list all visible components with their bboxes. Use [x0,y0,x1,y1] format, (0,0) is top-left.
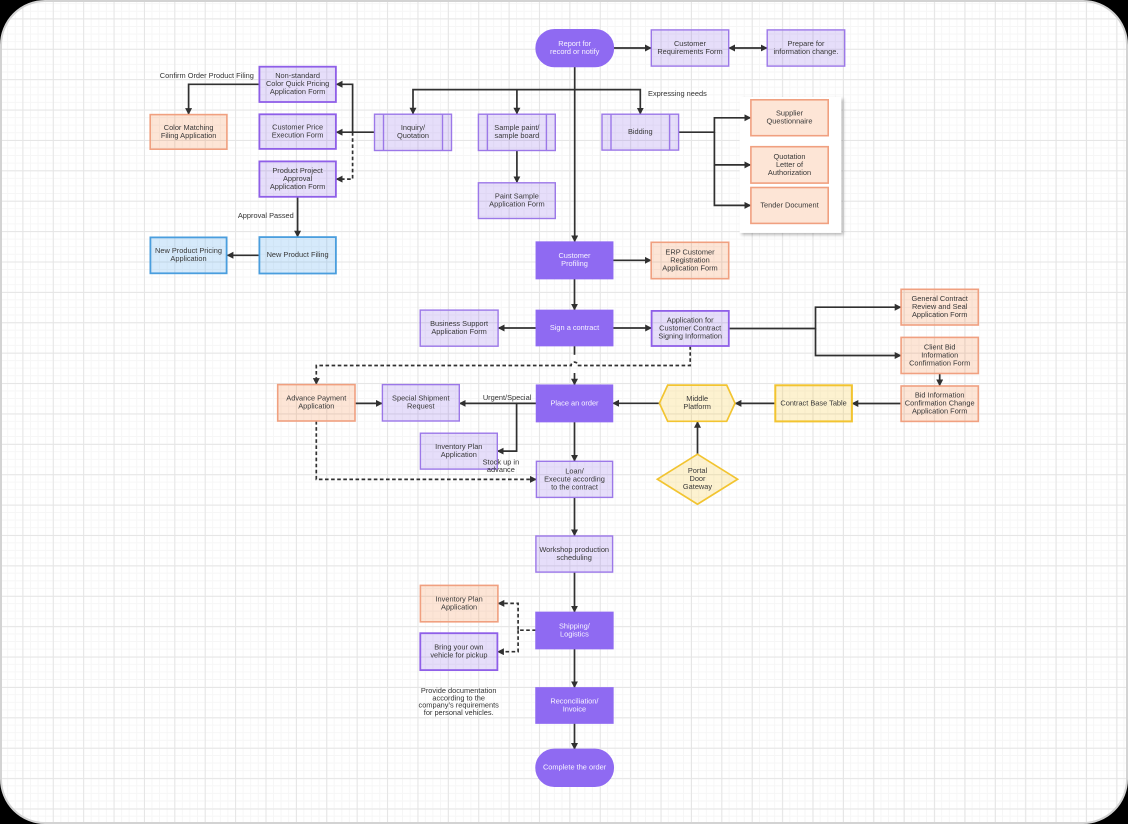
svg-text:Stock up in: Stock up in [483,458,520,467]
svg-text:Sign a contract: Sign a contract [550,323,599,332]
svg-text:Invoice: Invoice [563,704,586,713]
svg-text:Application: Application [441,603,477,612]
svg-text:Quotation: Quotation [397,131,429,140]
svg-text:Loan/: Loan/ [565,466,584,475]
svg-text:Application Form: Application Form [489,200,544,209]
svg-text:Platform: Platform [683,402,711,411]
svg-text:company’s requirements: company’s requirements [419,701,500,710]
svg-text:Filing Application: Filing Application [161,131,216,140]
svg-text:Application Form: Application Form [912,407,967,416]
svg-text:Inventory Plan: Inventory Plan [435,442,482,451]
svg-text:Application Form: Application Form [912,310,967,319]
svg-text:vehicle for pickup: vehicle for pickup [430,651,487,660]
svg-text:Door: Door [689,474,706,483]
svg-text:Product Project: Product Project [272,166,323,175]
svg-text:New Product Filing: New Product Filing [267,250,329,259]
svg-text:General Contract: General Contract [912,294,968,303]
svg-text:Letter of: Letter of [776,160,804,169]
svg-text:Customer Contract: Customer Contract [659,323,721,332]
svg-text:Application: Application [170,254,206,263]
svg-text:record or notify: record or notify [550,47,600,56]
svg-text:Requirements Form: Requirements Form [657,47,722,56]
svg-text:Signing Information: Signing Information [658,331,722,340]
svg-text:Request: Request [407,402,435,411]
svg-text:Tender Document: Tender Document [760,200,818,209]
svg-text:Inquiry/: Inquiry/ [401,123,426,132]
svg-text:Complete the order: Complete the order [543,763,607,772]
svg-text:Advance Payment: Advance Payment [286,394,346,403]
svg-text:Customer: Customer [674,39,707,48]
svg-text:Authorization: Authorization [768,168,811,177]
svg-text:Business Support: Business Support [430,319,488,328]
svg-text:Customer Price: Customer Price [272,123,323,132]
svg-text:Information: Information [921,350,958,359]
svg-text:Confirmation Change: Confirmation Change [905,399,975,408]
svg-text:Application for: Application for [667,315,714,324]
svg-text:Supplier: Supplier [776,109,804,118]
svg-text:Logistics: Logistics [560,629,589,638]
svg-text:New Product Pricing: New Product Pricing [155,246,222,255]
svg-text:Review and Seal: Review and Seal [912,302,968,311]
svg-text:Workshop production: Workshop production [539,545,609,554]
svg-text:Special Shipment: Special Shipment [392,394,450,403]
svg-text:Non-standard: Non-standard [275,71,320,80]
svg-text:Color Quick Pricing: Color Quick Pricing [266,79,329,88]
svg-text:Confirmation Form: Confirmation Form [909,358,970,367]
svg-text:Customer: Customer [558,251,591,260]
svg-text:advance: advance [487,465,515,474]
svg-text:Execute according: Execute according [544,474,605,483]
svg-text:Color Matching: Color Matching [164,123,214,132]
svg-text:Inventory Plan: Inventory Plan [435,595,482,604]
svg-text:Confirm Order Product Filing: Confirm Order Product Filing [160,71,254,80]
svg-text:to the contract: to the contract [551,482,598,491]
svg-text:Bid Information: Bid Information [915,391,965,400]
svg-text:Approval Passed: Approval Passed [238,211,294,220]
svg-text:Contract Base Table: Contract Base Table [780,398,846,407]
svg-text:Paint Sample: Paint Sample [495,192,539,201]
svg-text:Reconciliation/: Reconciliation/ [550,696,599,705]
svg-text:Portal: Portal [688,466,708,475]
svg-text:Client Bid: Client Bid [924,342,956,351]
svg-text:Application Form: Application Form [662,263,717,272]
svg-text:sample board: sample board [495,131,540,140]
svg-text:Application Form: Application Form [270,87,325,96]
svg-text:for personal vehicles.: for personal vehicles. [424,708,494,717]
svg-text:Profiling: Profiling [561,259,588,268]
svg-text:Provide documentation: Provide documentation [421,686,497,695]
svg-text:Approval: Approval [283,174,313,183]
svg-text:information change.: information change. [774,47,839,56]
svg-text:Report for: Report for [558,39,591,48]
svg-text:Shipping/: Shipping/ [559,621,591,630]
svg-text:Expressing needs: Expressing needs [648,89,707,98]
svg-text:ERP Customer: ERP Customer [665,247,715,256]
svg-text:according to the: according to the [432,693,485,702]
svg-text:Place an order: Place an order [550,398,599,407]
svg-text:Middle: Middle [686,394,708,403]
svg-text:Bidding: Bidding [628,127,653,136]
svg-text:Urgent/Special: Urgent/Special [483,393,532,402]
svg-text:Bring your own: Bring your own [434,643,483,652]
svg-text:Quotation: Quotation [773,152,805,161]
svg-text:Gateway: Gateway [683,482,712,491]
svg-text:Application: Application [441,450,477,459]
svg-text:Application Form: Application Form [270,182,325,191]
svg-text:scheduling: scheduling [557,553,592,562]
svg-text:Sample paint/: Sample paint/ [494,123,540,132]
svg-text:Execution Form: Execution Form [272,131,324,140]
svg-text:Registration: Registration [670,255,709,264]
svg-text:Application Form: Application Form [431,327,486,336]
svg-text:Questionnaire: Questionnaire [766,117,812,126]
svg-text:Application: Application [298,402,334,411]
svg-text:Prepare for: Prepare for [788,39,826,48]
